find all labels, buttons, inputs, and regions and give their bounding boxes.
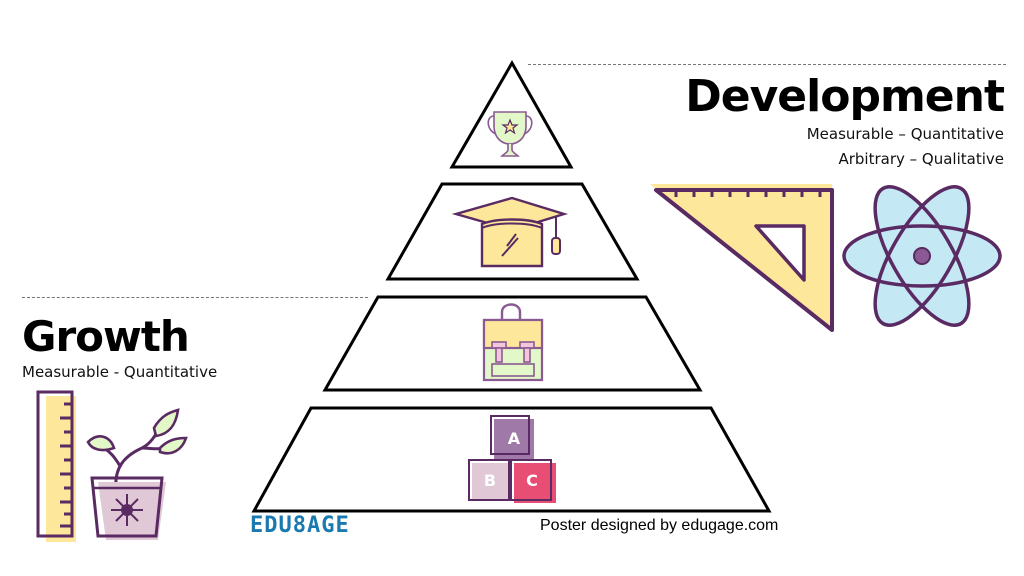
block-a-label: A [507, 429, 521, 448]
abc-blocks-icon: A B C [468, 415, 558, 505]
logo-text: EDU8AGE [250, 513, 350, 538]
growth-line-1: Measurable - Quantitative [22, 363, 218, 381]
growth-section: Growth Measurable - Quantitative [22, 312, 217, 382]
block-b-label: B [483, 471, 497, 490]
development-line-1: Measurable – Quantitative [806, 125, 1004, 143]
plant-icon [86, 408, 188, 540]
growth-title: Growth [22, 312, 190, 361]
block-c [514, 463, 556, 503]
trophy-icon [487, 111, 533, 157]
development-line-2: Arbitrary – Qualitative [838, 150, 1004, 168]
graduation-cap-icon [451, 196, 569, 268]
poster-credit[interactable]: Poster designed by edugage.com [540, 517, 779, 534]
block-a [494, 419, 534, 459]
set-square-icon [650, 184, 834, 332]
development-section: Development Measurable – Quantitative Ar… [685, 71, 1005, 172]
growth-divider [22, 297, 368, 298]
block-b [472, 463, 512, 501]
development-title: Development [685, 71, 1005, 122]
backpack-icon [482, 303, 544, 382]
edugage-logo[interactable]: EDU8AGE [250, 513, 350, 538]
ruler-icon [36, 390, 76, 542]
atom-icon [842, 185, 1002, 327]
development-divider [528, 64, 1006, 65]
block-c-label: C [526, 471, 538, 490]
